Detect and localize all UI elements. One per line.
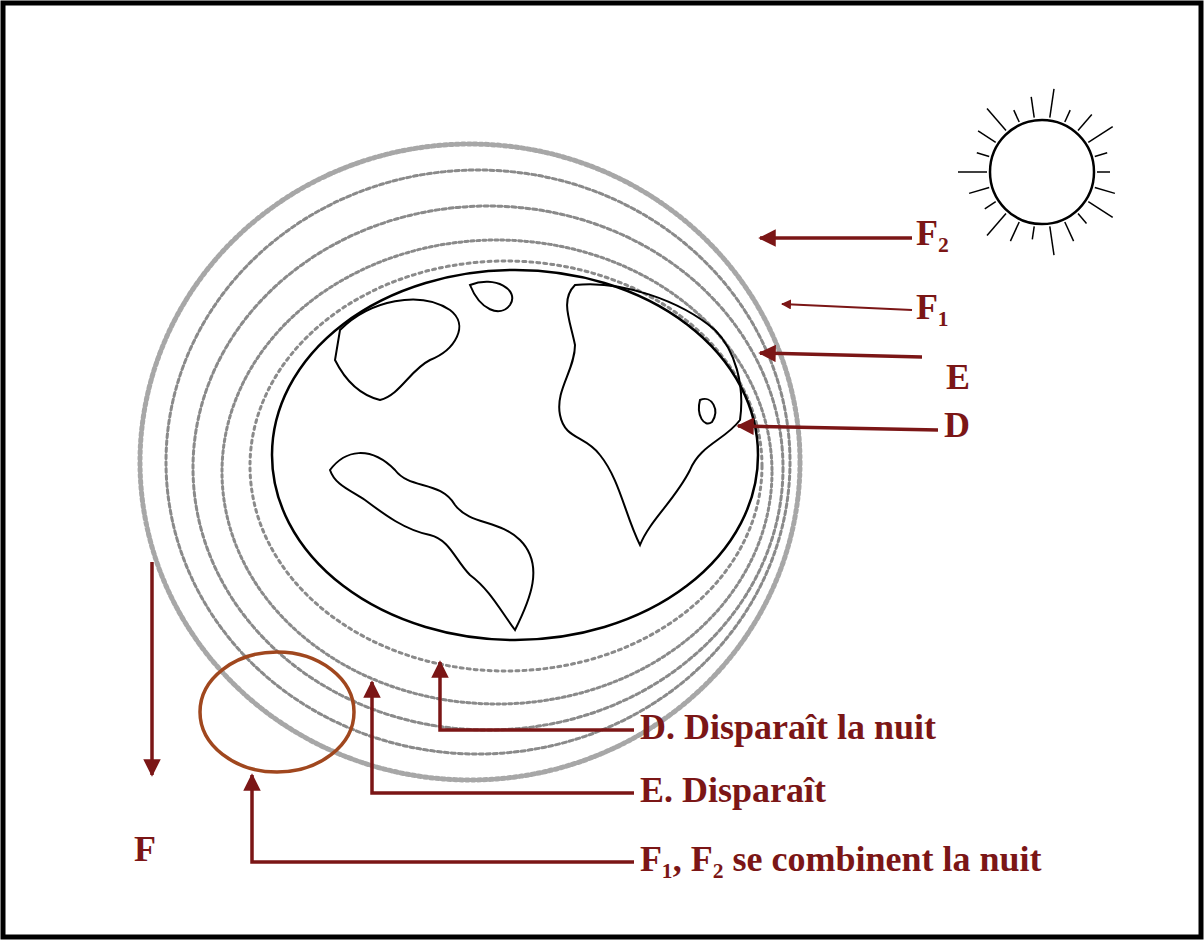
note-text: F₁, F₂ se combinent la nuit [640,840,1042,880]
earth [272,270,758,640]
layer-name: F [134,830,156,870]
layer-name: D [944,406,970,446]
layer-rings [140,144,800,780]
layer-name: E [946,358,970,398]
note-text: E. Disparaît [640,771,826,811]
note-text: D. Disparaît la nuit [640,708,936,748]
frame [3,3,1201,937]
highlight-ellipse [200,652,354,772]
layer-name: F₂ [916,214,949,254]
layer-name: F₁ [916,288,949,328]
leader-arrows [152,238,938,862]
sun [958,89,1115,255]
